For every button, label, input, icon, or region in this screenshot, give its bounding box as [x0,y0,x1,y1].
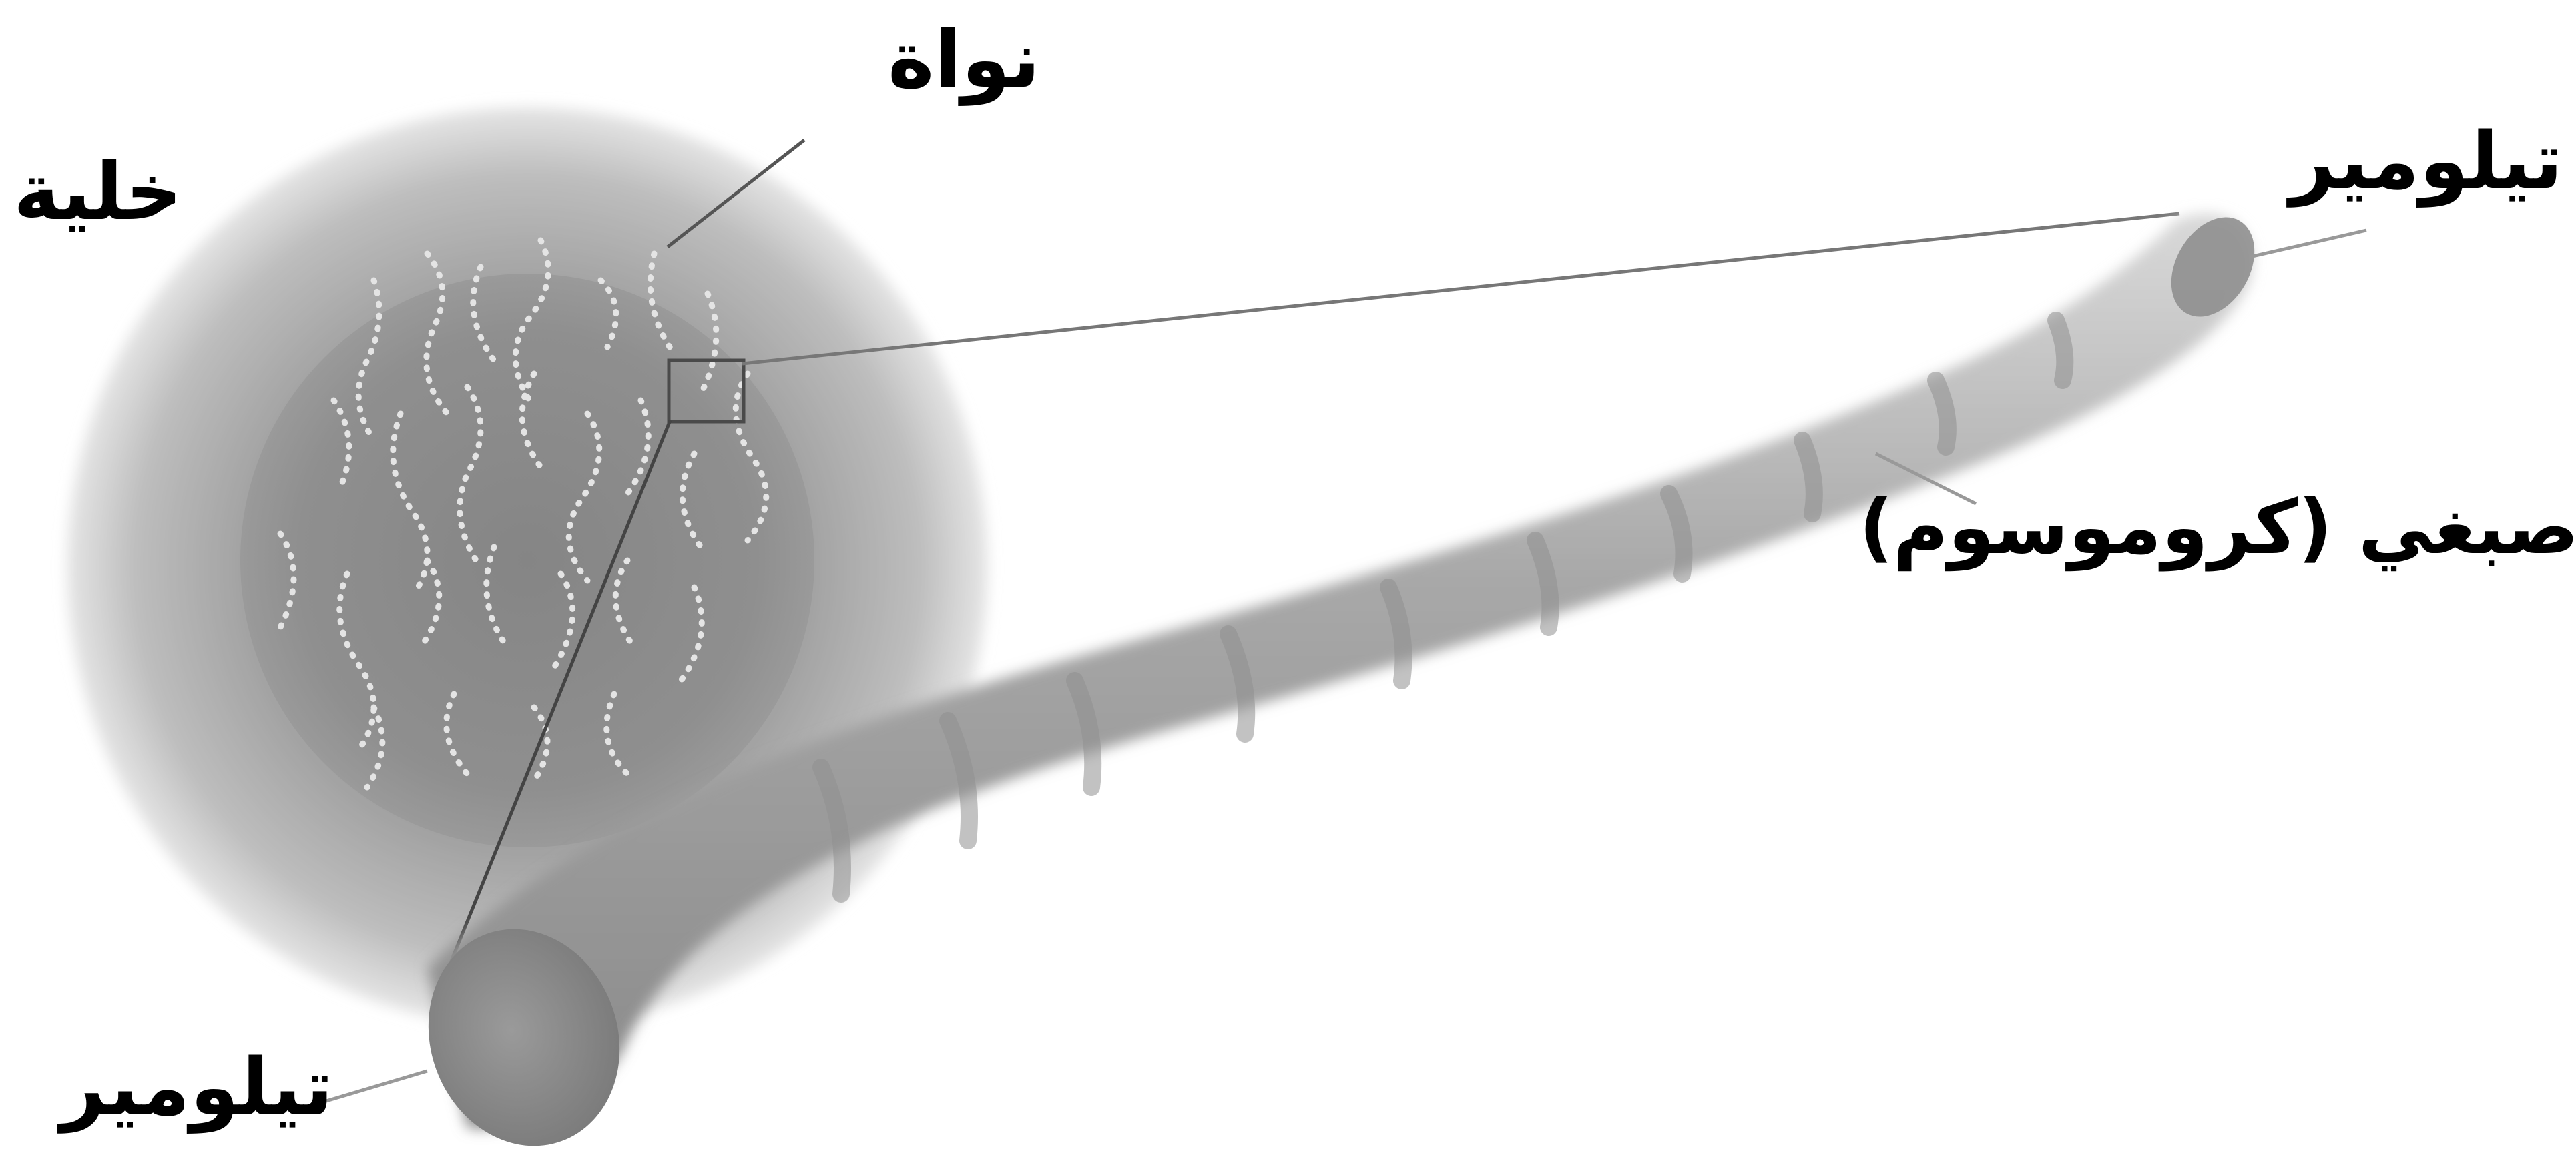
nucleus-label: نواة [888,20,1040,99]
telomere-label-top: تيلومير [2290,121,2563,200]
telomere-label-bottom: تيلومير [60,1048,333,1126]
cell-label: خلية [13,152,182,231]
zoom-line-top [742,214,2179,364]
chromosome-label: صبغي (كروموسوم) [1859,490,2576,565]
leader-telomere-top [2250,230,2366,257]
